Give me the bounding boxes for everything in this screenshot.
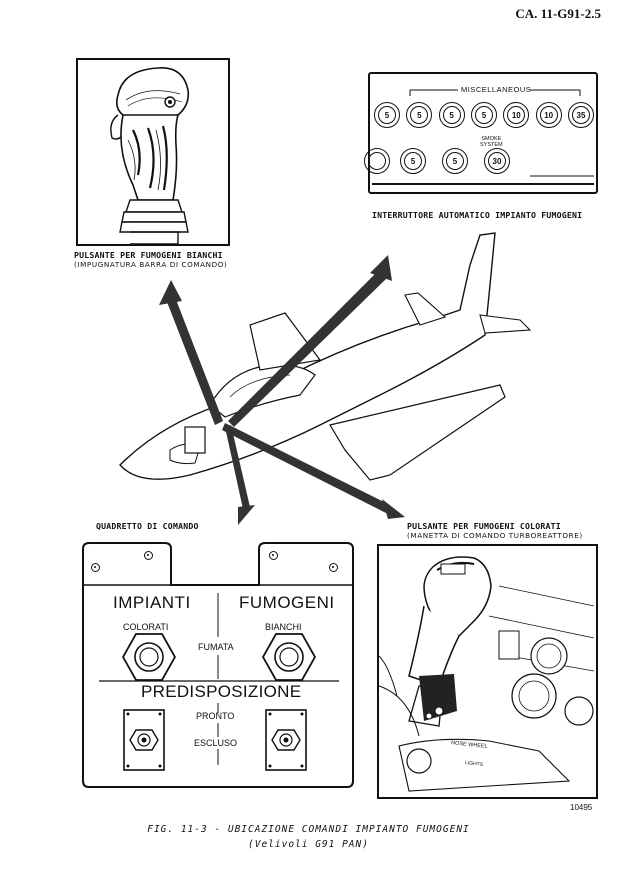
breaker-row-2: 5 5 30 bbox=[374, 146, 594, 176]
colored-smoke-switch[interactable] bbox=[122, 632, 176, 682]
grip-illustration-frame bbox=[76, 58, 230, 246]
throttle-label: PULSANTE PER FUMOGENI COLORATI (MANETTA … bbox=[407, 521, 583, 540]
control-panel-label: QUADRETTO DI COMANDO bbox=[96, 521, 199, 531]
throttle-illustration-frame: NOSE WHEEL LIGHTS bbox=[377, 544, 598, 799]
right-arming-switch[interactable] bbox=[264, 708, 308, 772]
fumata-label: FUMATA bbox=[198, 642, 234, 652]
screw-icon bbox=[269, 551, 278, 560]
figure-caption-line2: (Velivoli G91 PAN) bbox=[0, 839, 617, 850]
document-code: CA. 11-G91-2.5 bbox=[515, 6, 601, 22]
smoke-system-circuit-breaker[interactable]: 30 bbox=[484, 148, 510, 174]
circuit-breaker-frame: MISCELLANEOUS 5 5 5 5 10 10 35 SMOKE SYS… bbox=[368, 72, 598, 194]
screw-icon bbox=[329, 563, 338, 572]
panel-heading-fumogeni: FUMOGENI bbox=[239, 593, 335, 613]
circuit-breaker[interactable]: 5 bbox=[400, 148, 426, 174]
control-stick-grip-drawing bbox=[78, 60, 228, 244]
circuit-breaker[interactable]: 10 bbox=[536, 102, 562, 128]
breaker-row-1: 5 5 5 5 10 10 35 bbox=[374, 102, 594, 132]
circuit-breaker[interactable]: 35 bbox=[568, 102, 594, 128]
switch-label-bianchi: BIANCHI bbox=[265, 622, 302, 632]
panel-heading-predisposizione: PREDISPOSIZIONE bbox=[141, 682, 301, 702]
circuit-breaker[interactable]: 10 bbox=[503, 102, 529, 128]
circuit-breaker[interactable] bbox=[364, 148, 390, 174]
photo-number: 10495 bbox=[570, 803, 592, 812]
panel-heading-impianti: IMPIANTI bbox=[113, 593, 191, 613]
escluso-label: ESCLUSO bbox=[194, 738, 237, 748]
pronto-label: PRONTO bbox=[196, 711, 234, 721]
figure-caption-line1: FIG. 11-3 - UBICAZIONE COMANDI IMPIANTO … bbox=[0, 824, 617, 835]
switch-label-colorati: COLORATI bbox=[123, 622, 168, 632]
screw-icon bbox=[144, 551, 153, 560]
aircraft-drawing bbox=[100, 225, 540, 525]
circuit-breaker[interactable]: 5 bbox=[442, 148, 468, 174]
circuit-breaker[interactable]: 5 bbox=[439, 102, 465, 128]
circuit-breaker[interactable]: 5 bbox=[471, 102, 497, 128]
screw-icon bbox=[91, 563, 100, 572]
circuit-breaker[interactable]: 5 bbox=[406, 102, 432, 128]
breaker-panel-title: MISCELLANEOUS bbox=[461, 85, 531, 94]
circuit-breaker[interactable]: 5 bbox=[374, 102, 400, 128]
smoke-control-panel: IMPIANTI FUMOGENI COLORATI BIANCHI FUMAT… bbox=[79, 541, 358, 790]
circuit-breaker-label: INTERRUTTORE AUTOMATICO IMPIANTO FUMOGEN… bbox=[372, 210, 582, 220]
white-smoke-switch[interactable] bbox=[262, 632, 316, 682]
left-arming-switch[interactable] bbox=[122, 708, 166, 772]
throttle-label-sub: (MANETTA DI COMANDO TURBOREATTORE) bbox=[407, 531, 583, 540]
throttle-drawing bbox=[379, 546, 596, 797]
throttle-label-main: PULSANTE PER FUMOGENI COLORATI bbox=[407, 521, 561, 531]
